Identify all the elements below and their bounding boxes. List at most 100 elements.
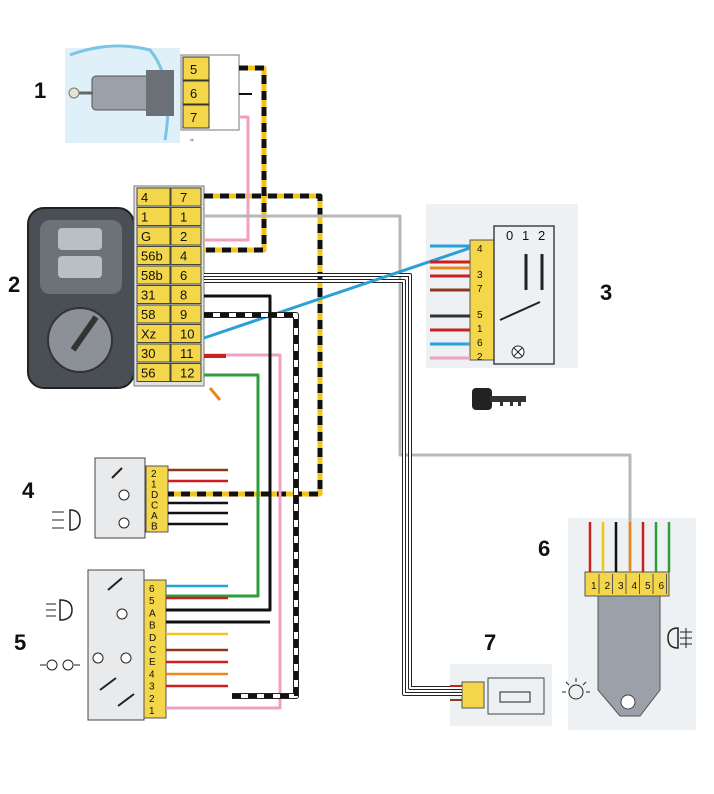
connector-5-pin: D xyxy=(149,633,156,644)
component-number: 2 xyxy=(8,272,20,297)
connector-7 xyxy=(461,681,485,709)
connector-2-pin: 11 xyxy=(180,346,194,361)
connector-2-pin: 2 xyxy=(180,229,187,244)
component-7-frame xyxy=(487,677,545,715)
component-number: 5 xyxy=(14,630,26,655)
connector-5-pin: 4 xyxy=(149,669,155,680)
connector-5-pin: 6 xyxy=(149,584,155,595)
wires xyxy=(166,65,671,710)
connector-2-pin: 7 xyxy=(180,190,187,205)
connector-3-pin: 6 xyxy=(477,338,483,349)
component-1-rear xyxy=(146,70,174,116)
connector-2-pin: 6 xyxy=(180,268,187,283)
connector-5-pin: A xyxy=(149,608,156,619)
connector-5-pin: 3 xyxy=(149,682,155,693)
component-1-switch: 5 6 7 '' xyxy=(65,44,240,149)
wire xyxy=(166,294,272,612)
connector-4-pin: A xyxy=(151,511,158,522)
connector-6-pin: 6 xyxy=(659,581,665,592)
connector-5-pin: B xyxy=(149,621,156,632)
component-1-knob xyxy=(68,87,80,99)
connector-2-pin: 10 xyxy=(180,327,194,342)
connector-6-pin: 2 xyxy=(605,581,611,592)
connector-1-pin: 6 xyxy=(190,86,197,101)
component-number: 1 xyxy=(34,78,46,103)
connector-5-pin: E xyxy=(149,657,156,668)
component-5-body xyxy=(87,569,145,721)
connector-3 xyxy=(469,239,495,361)
connector-5-pin: 1 xyxy=(149,706,155,717)
wire-stripe xyxy=(168,193,323,497)
component-3-ignition-switch: 4 3 7 5 1 6 2 0 1 2 xyxy=(426,204,578,410)
switch-3-position: 0 xyxy=(506,228,513,243)
wire xyxy=(166,373,260,598)
svg-text:'': '' xyxy=(190,138,194,149)
component-number: 4 xyxy=(22,478,35,503)
connector-3-pin: 2 xyxy=(477,352,483,363)
fog-light-icon xyxy=(52,509,81,531)
wire xyxy=(166,353,282,710)
connector-2-pin: 12 xyxy=(180,366,194,381)
connector-4-pin: 2 xyxy=(151,469,157,480)
connector-6-pin: 4 xyxy=(632,581,638,592)
connector-2-label: 4 xyxy=(141,190,148,205)
component-number: 7 xyxy=(484,630,496,655)
component-1-body xyxy=(91,75,151,111)
wire-stripe xyxy=(204,313,298,698)
connector-4-pin: C xyxy=(151,501,158,512)
connector-5-pin: 2 xyxy=(149,694,155,705)
connector-2-label: 58 xyxy=(141,307,155,322)
parking-light-icon xyxy=(40,659,80,671)
connector-2-label: G xyxy=(141,229,151,244)
wire xyxy=(204,214,632,572)
connector-6 xyxy=(584,571,670,597)
connector-4 xyxy=(145,465,169,533)
connector-3-pin: 1 xyxy=(477,324,483,335)
connector-3-pin: 3 xyxy=(477,270,483,281)
connector-5-pin: C xyxy=(149,645,156,656)
connector-2-pin: 9 xyxy=(180,307,187,322)
wire xyxy=(204,274,462,689)
wire xyxy=(204,313,298,698)
connector-2-pin: 1 xyxy=(180,210,187,225)
connector-3-pin: 5 xyxy=(477,310,483,321)
connector-2-label: Xz xyxy=(141,327,156,342)
connector-6-pin: 3 xyxy=(618,581,624,592)
high-beam-icon xyxy=(46,599,73,621)
connector-4-pin: D xyxy=(151,490,158,501)
connector-5-pin: 5 xyxy=(149,596,155,607)
ignition-key-icon xyxy=(472,388,526,410)
wire-stripe xyxy=(204,65,267,253)
component-number: 3 xyxy=(600,280,612,305)
connector-2-label: 1 xyxy=(141,210,148,225)
connector-3-pins: 4 3 7 5 1 6 2 xyxy=(477,244,483,363)
connector-2-label: 31 xyxy=(141,288,155,303)
connector-1-pin: 7 xyxy=(190,110,197,125)
connector-6-pin: 5 xyxy=(645,581,651,592)
bulb-icon xyxy=(562,678,590,700)
connector-2-label: 30 xyxy=(141,346,155,361)
component-7-lamp xyxy=(450,664,590,726)
connector-1-pin: 5 xyxy=(190,62,197,77)
connector-6-pin: 1 xyxy=(591,581,597,592)
connector-3-pin: 4 xyxy=(477,244,483,255)
wire xyxy=(203,246,471,340)
switch-3-position: 2 xyxy=(538,228,545,243)
connector-4-pin: 1 xyxy=(151,480,157,491)
rear-fog-light-icon xyxy=(667,627,692,649)
component-number: 6 xyxy=(538,536,550,561)
wire xyxy=(204,115,250,242)
switch-3-position: 1 xyxy=(522,228,529,243)
wire xyxy=(204,280,462,695)
connector-2-pin: 8 xyxy=(180,288,187,303)
connector-3-pin: 7 xyxy=(477,284,483,295)
